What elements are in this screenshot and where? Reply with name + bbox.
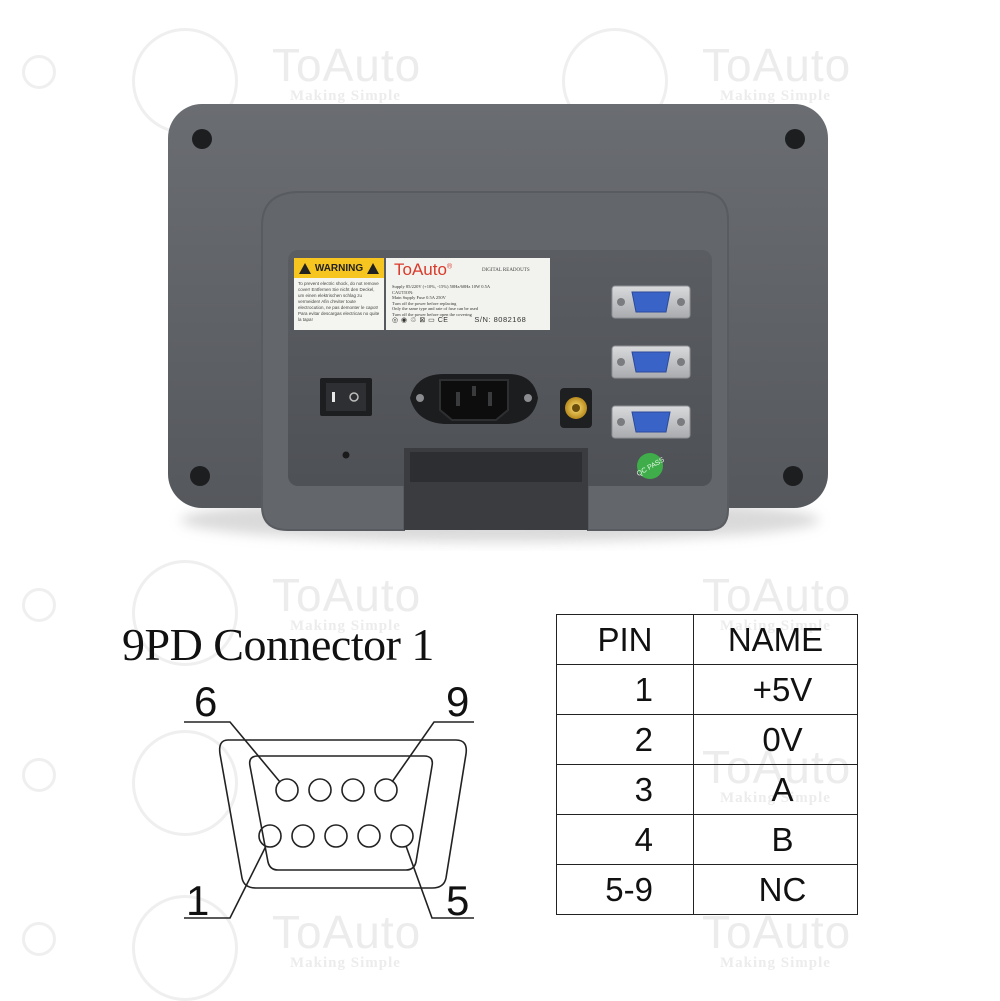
inlet-pin-icon: [488, 392, 492, 406]
pin-3-icon: [324, 824, 348, 848]
spec-lines: Supply 85/220V (+10%, -15%) 50Hz/60Hz 10…: [392, 284, 491, 317]
mounting-hole-icon: [192, 129, 212, 149]
connector-title: 9PD Connector 1: [122, 619, 434, 670]
pin-4-icon: [357, 824, 381, 848]
watermark-dot-icon: [22, 55, 56, 89]
leader-line-6: [184, 721, 281, 783]
pin-cell: 2: [556, 714, 694, 765]
pin-cell: 1: [556, 664, 694, 715]
pin-label-9: 9: [446, 678, 469, 725]
pin-cell: 5-9: [556, 864, 694, 915]
spec-brand: ToAuto®: [394, 260, 453, 279]
pin-1-icon: [258, 824, 282, 848]
inlet-screw-icon: [416, 394, 424, 402]
warning-triangle-icon: [367, 262, 380, 274]
pin-9-icon: [374, 778, 398, 802]
power-switch-off-mark-icon: [349, 392, 359, 402]
db9-pinout-diagram: 6 9 1 5: [184, 678, 474, 924]
table-row: 3 A: [556, 764, 858, 815]
leader-line-1: [184, 845, 267, 919]
inlet-pin-icon: [472, 386, 476, 396]
inlet-pin-icon: [456, 392, 460, 406]
pin-table: PIN NAME 1 +5V 2 0V 3 A 4 B 5-9 NC: [556, 614, 858, 915]
warning-triangle-icon: [298, 262, 311, 274]
mounting-hole-icon: [783, 466, 803, 486]
watermark-dot-icon: [22, 922, 56, 956]
certification-icons: ◎ ◉ ♲ ⊠ ▭ CE: [392, 317, 449, 324]
power-switch-mark-icon: [332, 392, 335, 402]
table-header-row: PIN NAME: [556, 614, 858, 665]
pin-7-icon: [308, 778, 332, 802]
watermark-dot-icon: [22, 758, 56, 792]
pin-2-icon: [291, 824, 315, 848]
pin-label-5: 5: [446, 877, 469, 924]
name-cell: +5V: [693, 664, 858, 715]
connector-inner-outline: [248, 755, 434, 871]
spec-subtitle: DIGITAL READOUTS: [482, 268, 530, 273]
power-inlet-socket-icon: [439, 379, 509, 421]
warning-heading: WARNING: [314, 262, 364, 274]
pin-label-1: 1: [186, 877, 209, 924]
watermark-logo-icon: [132, 560, 238, 666]
table-row: 5-9 NC: [556, 864, 858, 915]
db9-connector-x: [611, 285, 691, 319]
qc-pass-sticker: [637, 453, 663, 479]
mounting-hole-icon: [190, 466, 210, 486]
leader-line-9: [391, 721, 474, 783]
column-header-name: NAME: [693, 614, 858, 665]
db9-connector-z: [611, 405, 691, 439]
watermark-dot-icon: [22, 588, 56, 622]
db9-connector-y: [611, 345, 691, 379]
cover-notch-inner: [410, 452, 582, 482]
name-cell: 0V: [693, 714, 858, 765]
mounting-hole-icon: [785, 129, 805, 149]
pin-5-icon: [390, 824, 414, 848]
pin-cell: 3: [556, 764, 694, 815]
table-row: 2 0V: [556, 714, 858, 765]
pin-8-icon: [341, 778, 365, 802]
leader-line-5: [405, 845, 474, 919]
name-cell: NC: [693, 864, 858, 915]
name-cell: A: [693, 764, 858, 815]
pin-label-6: 6: [194, 678, 217, 725]
watermark-logo-icon: [132, 730, 238, 836]
column-header-pin: PIN: [556, 614, 694, 665]
table-row: 1 +5V: [556, 664, 858, 715]
name-cell: B: [693, 814, 858, 865]
table-row: 4 B: [556, 814, 858, 865]
connector-outer-outline: [218, 739, 468, 889]
warning-text: To prevent electric shock, do not remove…: [298, 281, 380, 322]
pinhole-icon: [342, 451, 350, 459]
ground-terminal-center-icon: [572, 404, 580, 412]
pin-cell: 4: [556, 814, 694, 865]
pin-6-icon: [275, 778, 299, 802]
spec-label: ToAuto® DIGITAL READOUTS Supply 85/220V …: [386, 258, 550, 330]
inlet-screw-icon: [524, 394, 532, 402]
warning-label: WARNING To prevent electric shock, do no…: [294, 258, 384, 330]
